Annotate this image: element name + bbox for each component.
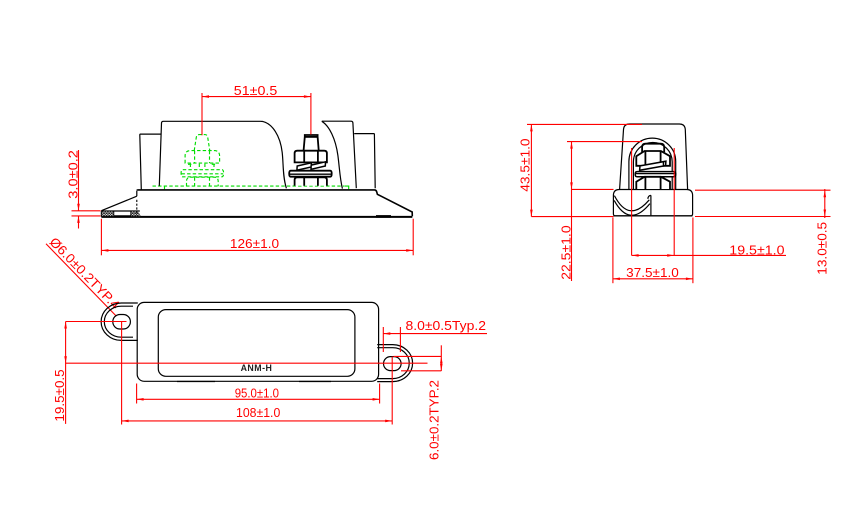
svg-text:43.5±1.0: 43.5±1.0 [518, 139, 533, 192]
svg-text:19.5±0.5: 19.5±0.5 [52, 369, 67, 421]
svg-text:ANM-H: ANM-H [241, 363, 273, 373]
svg-text:108±1.0: 108±1.0 [236, 405, 280, 420]
svg-text:19.5±1.0: 19.5±1.0 [729, 242, 784, 257]
svg-text:95.0±1.0: 95.0±1.0 [235, 385, 279, 400]
svg-text:6.0±0.2TYP.2: 6.0±0.2TYP.2 [427, 380, 442, 460]
svg-text:51±0.5: 51±0.5 [234, 83, 277, 98]
svg-text:126±1.0: 126±1.0 [230, 236, 279, 251]
svg-text:8.0±0.5Typ.2: 8.0±0.5Typ.2 [406, 318, 487, 333]
svg-text:22.5±1.0: 22.5±1.0 [559, 225, 574, 279]
svg-text:37.5±1.0: 37.5±1.0 [626, 265, 679, 280]
svg-text:3.0±0.2: 3.0±0.2 [66, 150, 81, 199]
svg-text:13.0±0.5: 13.0±0.5 [815, 222, 830, 275]
